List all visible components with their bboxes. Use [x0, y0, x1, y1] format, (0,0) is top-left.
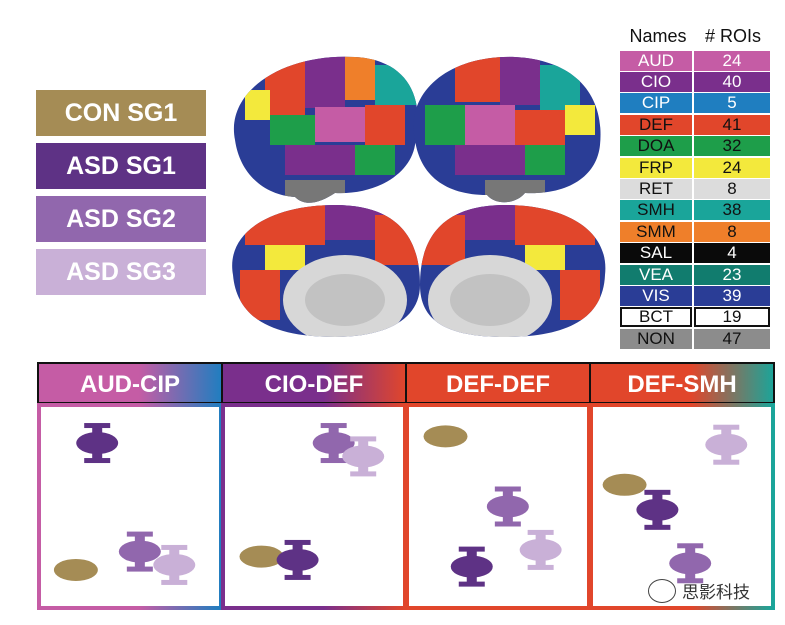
legend-count: 8 — [694, 221, 770, 242]
legend-name: FRP — [620, 157, 692, 178]
marker-asd-sg1 — [76, 423, 119, 464]
legend-name: CIO — [620, 72, 692, 93]
legend-count: 32 — [694, 136, 770, 157]
marker-asd-sg1 — [450, 546, 493, 587]
group-label-asd-sg2: ASD SG2 — [36, 196, 206, 242]
legend-name: DOA — [620, 136, 692, 157]
brain-parcellation-image — [232, 56, 606, 337]
marker-asd-sg3 — [519, 529, 562, 570]
legend-name: BCT — [620, 307, 692, 328]
legend-name: AUD — [620, 50, 692, 71]
marker-asd-sg2 — [669, 543, 712, 584]
legend-name: VEA — [620, 264, 692, 285]
marker-asd-sg2 — [486, 486, 529, 527]
legend-name: NON — [620, 328, 692, 349]
watermark: 思影科技 — [648, 578, 750, 603]
panel-title: DEF-SMH — [627, 371, 736, 398]
marker-asd-sg1 — [636, 489, 679, 530]
legend-count: 24 — [694, 157, 770, 178]
legend-count: 38 — [694, 200, 770, 221]
legend-header-names: Names — [629, 25, 687, 46]
marker-asd-sg3 — [705, 424, 748, 465]
panel-title-bar — [37, 362, 223, 404]
legend-count: 40 — [694, 72, 770, 93]
marker-asd-sg2 — [118, 531, 161, 572]
panel-title-bar — [405, 362, 591, 404]
legend-name: VIS — [620, 285, 692, 306]
panel-def-smh: DEF-SMH — [589, 362, 775, 610]
legend-count: 4 — [694, 243, 770, 264]
legend-count: 24 — [694, 50, 770, 71]
legend-count: 8 — [694, 179, 770, 200]
legend-header: Names # ROIs — [620, 22, 770, 50]
panel-cio-def: CIO-DEF — [221, 362, 407, 610]
legend-name: SMH — [620, 200, 692, 221]
panel-def-def: DEF-DEF — [405, 362, 591, 610]
legend-count: 5 — [694, 93, 770, 114]
legend-count: 39 — [694, 285, 770, 306]
marker-con-sg1 — [53, 558, 98, 581]
marker-con-sg1 — [602, 473, 647, 496]
marker-con-sg1 — [423, 425, 468, 448]
wechat-icon — [648, 578, 676, 603]
legend-name: CIP — [620, 93, 692, 114]
legend-name: DEF — [620, 114, 692, 135]
marker-con-sg1 — [239, 545, 284, 568]
group-label-con-sg1: CON SG1 — [36, 90, 206, 136]
group-label-asd-sg3: ASD SG3 — [36, 249, 206, 295]
legend-name: SMM — [620, 221, 692, 242]
legend-count: 41 — [694, 114, 770, 135]
marker-asd-sg3 — [153, 544, 196, 585]
watermark-text: 思影科技 — [682, 583, 750, 602]
panel-title: AUD-CIP — [80, 371, 180, 398]
group-label-asd-sg1: ASD SG1 — [36, 143, 206, 189]
legend-header-count: # ROIs — [704, 25, 761, 46]
marker-asd-sg1 — [276, 539, 319, 580]
panel-title: CIO-DEF — [265, 371, 364, 398]
legend-count: 19 — [694, 307, 770, 328]
panel-plot-area — [221, 403, 407, 610]
panel-title: DEF-DEF — [446, 371, 550, 398]
marker-asd-sg2 — [312, 423, 355, 464]
legend-name: RET — [620, 179, 692, 200]
marker-asd-sg3 — [342, 436, 385, 477]
panel-aud-cip: AUD-CIP — [37, 362, 223, 610]
legend-count: 23 — [694, 264, 770, 285]
legend-name: SAL — [620, 243, 692, 264]
legend-count: 47 — [694, 328, 770, 349]
